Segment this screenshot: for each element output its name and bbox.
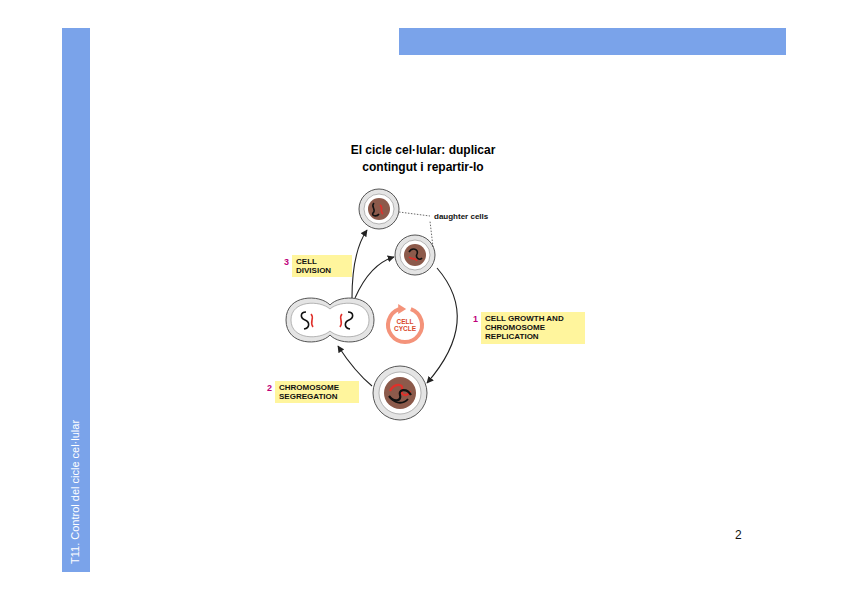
- side-band: T11. Control del cicle cel·lular: [62, 28, 90, 572]
- chapter-label: T11. Control del cicle cel·lular: [69, 420, 82, 564]
- daughter-cell: [395, 235, 435, 275]
- step-box: 1CELL GROWTH AND CHROMOSOME REPLICATION: [473, 312, 587, 344]
- page-number: 2: [735, 528, 742, 542]
- step-box: 3CELL DIVISION: [284, 255, 354, 277]
- step-label: CELL DIVISION: [292, 255, 352, 277]
- growing-cell: [373, 366, 427, 420]
- step-number: 3: [284, 255, 289, 267]
- step-number: 1: [473, 312, 478, 324]
- dividing-cell: [286, 298, 374, 342]
- daughter-cells-label: daughter cells: [434, 212, 488, 221]
- slide-title: El cicle cel·lular: duplicar contingut i…: [298, 142, 548, 176]
- leader-lines: [399, 212, 433, 247]
- cycle-arrows: [338, 230, 457, 386]
- step-label: CELL GROWTH AND CHROMOSOME REPLICATION: [481, 312, 585, 344]
- header-bar: [399, 28, 786, 55]
- step-box: 2CHROMOSOME SEGREGATION: [267, 381, 361, 403]
- cycle-label: CELL CYCLE: [393, 318, 417, 332]
- cycle-circle: CELL CYCLE: [384, 304, 426, 346]
- daughter-cell: [359, 189, 399, 229]
- step-number: 2: [267, 381, 272, 393]
- step-label: CHROMOSOME SEGREGATION: [275, 381, 359, 403]
